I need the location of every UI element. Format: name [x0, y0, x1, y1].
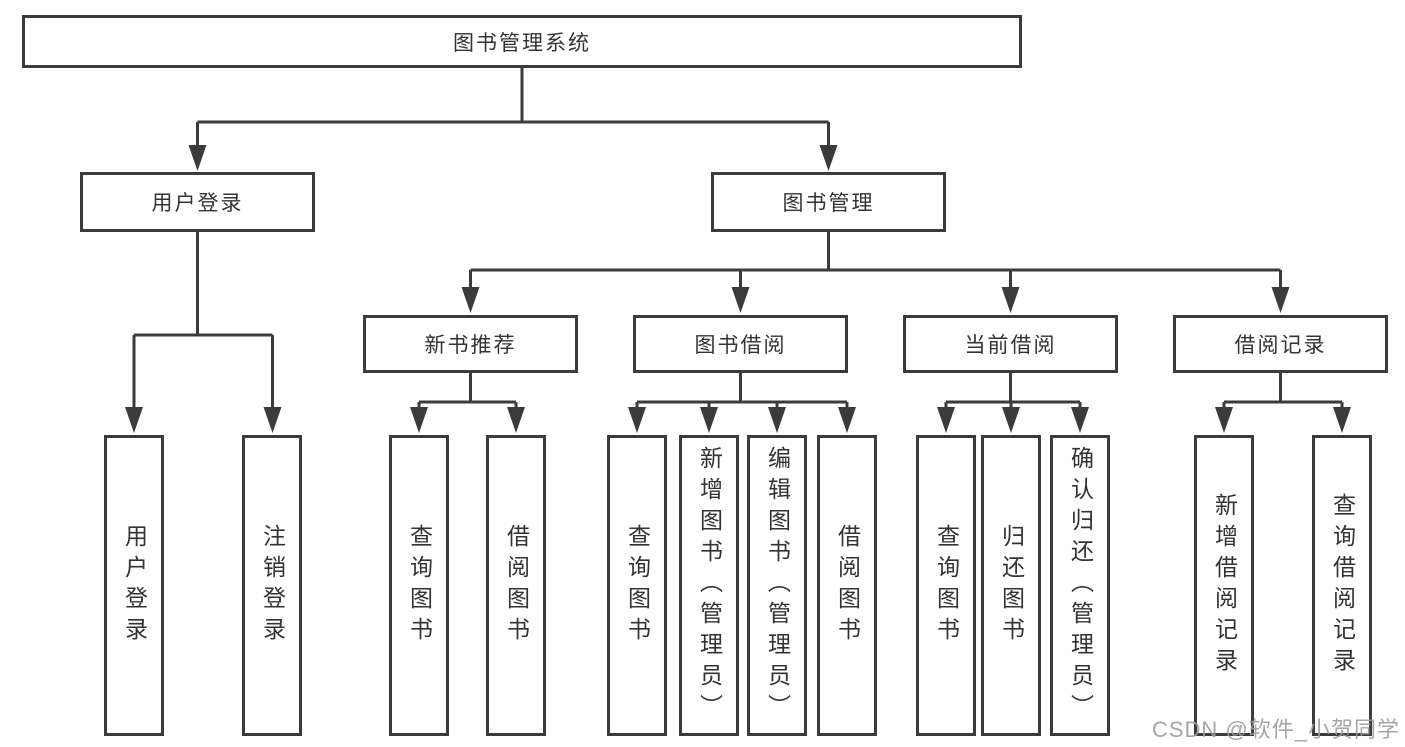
node-leaf-user-login: 用户登录	[104, 435, 164, 736]
connector-user-login-to-leaves	[125, 232, 282, 433]
node-leaf-confirm-return-admin: 确认归还（管理员）	[1050, 435, 1110, 736]
leaf-label: 用户登录	[121, 523, 148, 648]
node-leaf-borrow-books-2: 借阅图书	[817, 435, 877, 736]
leaf-label: 归还图书	[998, 523, 1025, 648]
connector-root-to-level2	[188, 68, 838, 171]
leaf-label: 查询图书	[406, 523, 433, 648]
leaf-label: 编辑图书（管理员）	[764, 446, 791, 725]
node-library-system: 图书管理系统	[22, 15, 1022, 68]
leaf-label: 注销登录	[259, 523, 286, 648]
node-borrow-records: 借阅记录	[1173, 315, 1388, 373]
node-current-borrow: 当前借阅	[903, 315, 1118, 373]
connector-current-borrow-to-leaves	[937, 373, 1089, 433]
connector-book-mgmt-to-level3	[461, 232, 1290, 313]
leaf-label: 查询借阅记录	[1329, 492, 1356, 679]
leaf-label: 查询图书	[933, 523, 960, 648]
node-leaf-return-book: 归还图书	[981, 435, 1041, 736]
node-leaf-add-borrow-record: 新增借阅记录	[1194, 435, 1254, 736]
connector-borrow-records-to-leaves	[1215, 373, 1351, 433]
leaf-label: 新增借阅记录	[1211, 492, 1238, 679]
node-leaf-add-book-admin: 新增图书（管理员）	[679, 435, 739, 736]
node-leaf-borrow-books-1: 借阅图书	[486, 435, 546, 736]
node-new-book-recommend: 新书推荐	[363, 315, 578, 373]
connector-new-book-to-leaves	[410, 373, 525, 433]
node-leaf-query-books-2: 查询图书	[607, 435, 667, 736]
leaf-label: 新增图书（管理员）	[696, 446, 723, 725]
leaf-label: 借阅图书	[834, 523, 861, 648]
connector-book-borrow-to-leaves	[628, 373, 856, 433]
node-leaf-logout: 注销登录	[242, 435, 302, 736]
leaf-label: 借阅图书	[503, 523, 530, 648]
node-book-borrow: 图书借阅	[633, 315, 848, 373]
leaf-label: 查询图书	[624, 523, 651, 648]
node-leaf-query-borrow-record: 查询借阅记录	[1312, 435, 1372, 736]
node-leaf-query-books-3: 查询图书	[916, 435, 976, 736]
leaf-label: 确认归还（管理员）	[1067, 446, 1094, 725]
csdn-watermark: CSDN @软件_小贺同学	[1151, 717, 1400, 742]
node-user-login: 用户登录	[80, 172, 315, 232]
node-book-management: 图书管理	[711, 172, 946, 232]
node-leaf-query-books-1: 查询图书	[389, 435, 449, 736]
node-leaf-edit-book-admin: 编辑图书（管理员）	[747, 435, 807, 736]
